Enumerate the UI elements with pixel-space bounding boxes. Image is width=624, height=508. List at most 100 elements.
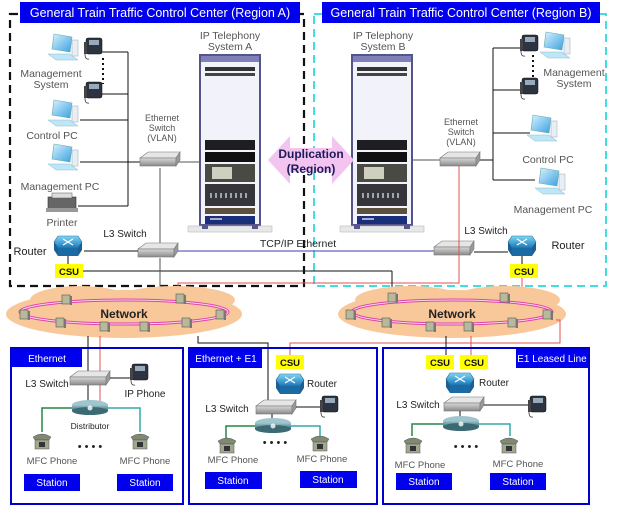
- label-ethernet-switch: Ethernet: [444, 117, 479, 127]
- management-pc-icon: [534, 167, 566, 195]
- ip-phone-icon: [527, 395, 547, 418]
- station-group-ethernet-e1: Ethernet + E1 CSU Router L3 Switch • • •…: [188, 347, 378, 505]
- duplication-arrow: Duplication (Region): [268, 136, 354, 184]
- l3-switch-icon: [255, 399, 297, 415]
- label-ip-telephony-system-b: System B: [361, 41, 406, 53]
- ip-telephony-rack-a-icon: [187, 54, 273, 233]
- label-ip-telephony-system-a: System A: [208, 41, 252, 53]
- l3-switch-icon: [443, 396, 485, 412]
- network-left-label: Network: [100, 307, 148, 321]
- csu-badge: [276, 355, 304, 369]
- station-label: Station: [36, 478, 67, 489]
- label-l3-switch: L3 Switch: [25, 379, 68, 390]
- label-management-pc: Management PC: [514, 204, 593, 216]
- ip-phone-icon: [83, 81, 103, 104]
- station-badge: [24, 474, 80, 491]
- station-tag-ethernet-e1: Ethernet + E1: [195, 354, 257, 365]
- mfc-phone-icon: [403, 437, 423, 454]
- station-tag-e1-leased-line: E1 Leased Line: [517, 354, 587, 365]
- station-group-ethernet: Ethernet L3 Switch IP Phone Distributor …: [10, 347, 184, 505]
- label-mfc-phone: MFC Phone: [297, 454, 348, 465]
- region-a-title-text: General Train Traffic Control Center (Re…: [30, 6, 290, 20]
- l3-switch-icon: [69, 370, 111, 386]
- label-printer: Printer: [47, 217, 78, 229]
- ip-telephony-rack-b-icon: [339, 54, 425, 233]
- label-ethernet-switch: Ethernet: [145, 113, 180, 123]
- csu-badge: [426, 355, 454, 369]
- region-b-title-text: General Train Traffic Control Center (Re…: [331, 6, 592, 20]
- ethernet-switch-icon: [439, 151, 481, 167]
- ip-phone-icon: [319, 395, 339, 418]
- ip-phone-icon: [519, 77, 539, 100]
- l3-switch-a-icon: [137, 242, 179, 258]
- label-management-system: Management: [543, 67, 604, 79]
- station-label: Station: [312, 475, 343, 486]
- label-management-pc: Management PC: [21, 181, 100, 193]
- network-left-to-station-2: [197, 336, 269, 400]
- station-badge: [117, 474, 173, 491]
- csu-b-text: CSU: [514, 267, 534, 278]
- network-cloud-left: Network: [6, 286, 242, 338]
- region-a-lan-wiring: [78, 51, 140, 207]
- label-ethernet-switch: Switch: [149, 123, 176, 133]
- label-management-system: System: [33, 79, 68, 91]
- region-b-title: General Train Traffic Control Center (Re…: [322, 2, 600, 23]
- label-ip-phone: IP Phone: [125, 389, 166, 400]
- label-control-pc: Control PC: [26, 130, 78, 142]
- management-pc-icon: [47, 143, 79, 171]
- csu-text: CSU: [430, 358, 450, 369]
- label-ip-telephony-system-b: IP Telephony: [353, 30, 414, 42]
- station-label: Station: [502, 477, 533, 488]
- station-badge: [490, 473, 546, 490]
- label-ethernet-switch: (VLAN): [446, 137, 476, 147]
- csu-a-text: CSU: [59, 267, 79, 278]
- station-badge: [300, 471, 357, 488]
- network-cloud-right: Network: [338, 286, 566, 338]
- station-label: Station: [129, 478, 160, 489]
- label-mfc-phone: MFC Phone: [493, 459, 544, 470]
- printer-icon: [46, 192, 78, 212]
- mfc-phone-icon: [217, 437, 237, 454]
- csu-badge: [460, 355, 488, 369]
- label-router: Router: [307, 379, 338, 390]
- ethernet-switch-icon: [139, 151, 181, 167]
- control-pc-icon: [526, 114, 558, 142]
- label-mfc-phone: MFC Phone: [395, 460, 446, 471]
- label-router-a: Router: [13, 246, 46, 258]
- label-l3-switch-a: L3 Switch: [103, 229, 146, 240]
- station-badge: [205, 472, 262, 489]
- ip-phone-icon: [83, 37, 103, 60]
- duplication-text: Duplication: [278, 147, 343, 161]
- station-group-e1-leased-line: E1 Leased Line CSU CSU Router L3 Switch …: [382, 347, 590, 505]
- label-l3-switch: L3 Switch: [396, 400, 439, 411]
- label-ethernet-switch: Switch: [448, 127, 475, 137]
- router-a-icon: [53, 235, 83, 257]
- management-system-pc-icon: [539, 31, 571, 59]
- region-b-lan-wiring: [480, 47, 535, 181]
- control-pc-icon: [47, 99, 79, 127]
- label-ip-telephony-system-a: IP Telephony: [200, 30, 261, 42]
- csu-b-badge: [510, 264, 538, 278]
- label-l3-switch: L3 Switch: [205, 404, 248, 415]
- ellipsis: • • • •: [78, 441, 103, 453]
- label-mfc-phone: MFC Phone: [27, 456, 78, 467]
- mfc-phone-icon: [32, 433, 52, 450]
- station-label: Station: [408, 477, 439, 488]
- label-control-pc: Control PC: [522, 154, 574, 166]
- ip-phone-icon: [519, 34, 539, 57]
- router-b-icon: [507, 235, 537, 257]
- label-ethernet-switch: (VLAN): [147, 133, 177, 143]
- label-router-b: Router: [551, 240, 584, 252]
- label-mfc-phone: MFC Phone: [120, 456, 171, 467]
- mfc-phone-icon: [499, 437, 519, 454]
- network-right-label: Network: [428, 307, 476, 321]
- management-system-pc-icon: [47, 33, 79, 61]
- distributor-icon: [255, 418, 291, 433]
- csu-text: CSU: [464, 358, 484, 369]
- router-icon: [445, 372, 475, 394]
- label-management-system: System: [556, 78, 591, 90]
- station-badge: [396, 473, 452, 490]
- csu-text: CSU: [280, 358, 300, 369]
- station-label: Station: [217, 476, 248, 487]
